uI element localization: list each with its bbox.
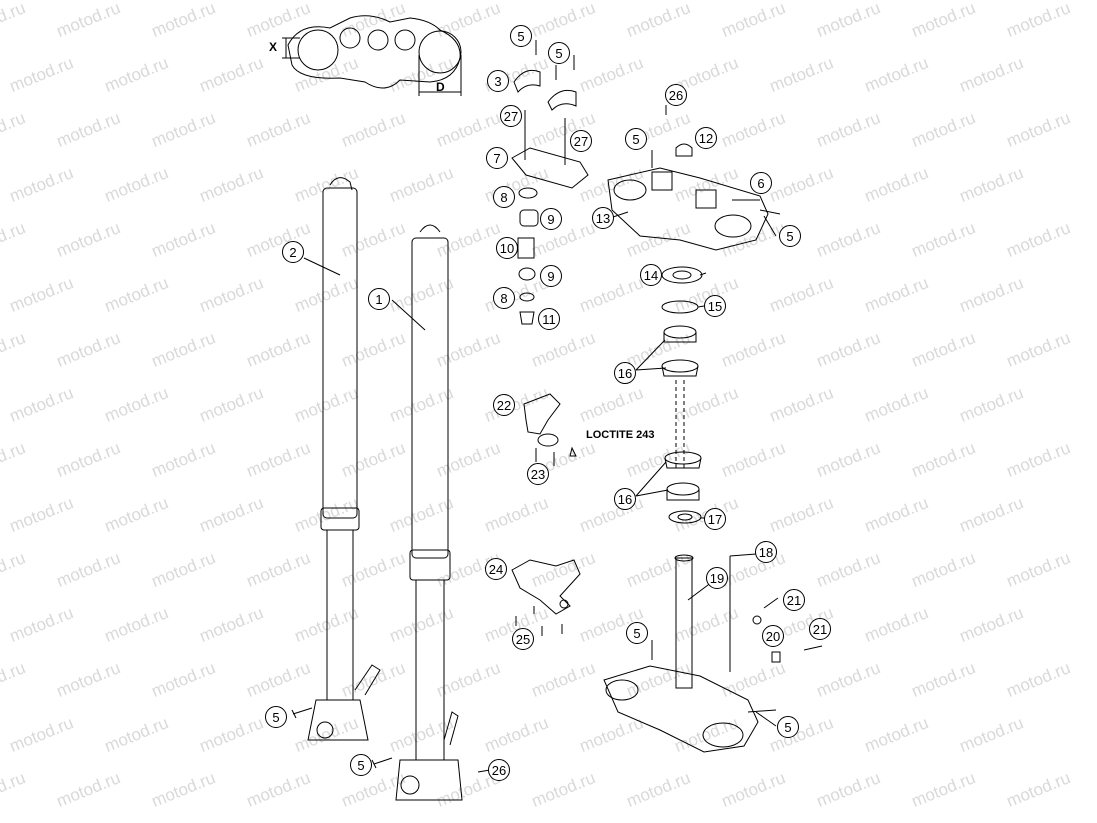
- callout-22: 22: [493, 394, 515, 416]
- bracket-22: [523, 393, 577, 466]
- plate-24: [511, 559, 581, 636]
- callout-15: 15: [704, 295, 726, 317]
- triple-clamp-top-view: [282, 15, 462, 96]
- lower-triple-clamp: [603, 554, 823, 753]
- callout-1: 1: [368, 288, 390, 310]
- callout-25: 25: [512, 628, 534, 650]
- callout-24: 24: [485, 558, 507, 580]
- callout-5: 5: [510, 25, 532, 47]
- loctite-note: LOCTITE 243: [586, 429, 655, 441]
- callout-5: 5: [777, 716, 799, 738]
- callout-11: 11: [538, 308, 560, 330]
- callout-16: 16: [614, 362, 636, 384]
- callout-13: 13: [592, 207, 614, 229]
- callout-5: 5: [779, 225, 801, 247]
- callout-12: 12: [695, 127, 717, 149]
- callout-26: 26: [488, 759, 510, 781]
- upper-triple-clamp: [607, 105, 781, 251]
- callout-5: 5: [626, 622, 648, 644]
- callout-27: 27: [570, 130, 592, 152]
- dimension-x-label: X: [269, 40, 278, 54]
- callout-18: 18: [755, 541, 777, 563]
- callout-23: 23: [527, 463, 549, 485]
- callout-21: 21: [809, 618, 831, 640]
- callout-6: 6: [750, 172, 772, 194]
- dimension-d-label: D: [436, 80, 445, 94]
- bolt-right-lower: [371, 757, 393, 769]
- leader-lines: [303, 211, 777, 727]
- handlebar-clamp-group: [511, 40, 589, 325]
- callout-10: 10: [496, 237, 518, 259]
- callout-27: 27: [500, 105, 522, 127]
- callout-16: 16: [614, 488, 636, 510]
- callout-9: 9: [540, 208, 562, 230]
- fork-leg-1: [395, 224, 463, 801]
- callout-5: 5: [625, 128, 647, 150]
- callout-5: 5: [548, 42, 570, 64]
- callout-8: 8: [493, 287, 515, 309]
- callout-2: 2: [282, 241, 304, 263]
- callout-20: 20: [762, 625, 784, 647]
- callout-26: 26: [665, 84, 687, 106]
- callout-9: 9: [540, 265, 562, 287]
- callout-5: 5: [350, 754, 372, 776]
- callout-3: 3: [487, 70, 509, 92]
- callout-19: 19: [706, 567, 728, 589]
- callout-21: 21: [783, 589, 805, 611]
- bolt-left-lower: [291, 707, 313, 719]
- callout-17: 17: [704, 508, 726, 530]
- callout-5: 5: [265, 706, 287, 728]
- bearing-stack: [661, 266, 703, 524]
- callout-7: 7: [486, 147, 508, 169]
- fork-leg-2: [307, 177, 381, 741]
- callout-8: 8: [493, 186, 515, 208]
- callout-14: 14: [640, 264, 662, 286]
